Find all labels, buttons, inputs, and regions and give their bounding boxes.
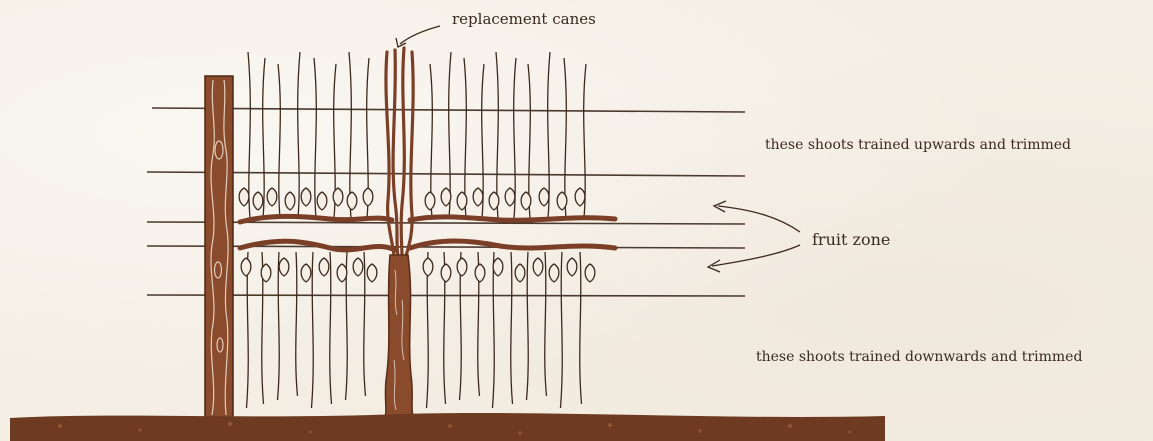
downward-shoot [561,252,563,408]
replacement-cane [401,48,404,256]
grape-cluster [585,264,595,282]
replacement-canes-label: replacement canes [452,10,596,28]
downward-shoot [580,252,582,404]
downward-shoot [493,252,495,408]
grape-cluster [521,192,531,210]
trellis-wire [147,222,745,224]
downward-shoots-label: these shoots trained downwards and trimm… [756,349,1082,365]
grape-cluster [549,264,559,282]
upward-shoots-label: these shoots trained upwards and trimmed [765,137,1071,153]
grape-cluster [347,192,357,210]
trellis-wire [147,172,745,176]
trellis-wire [147,246,745,248]
grape-cluster [425,192,435,210]
grape-cluster [363,188,373,206]
wooden-post [205,76,233,418]
replacement-cane [406,52,413,256]
grape-cluster [241,258,251,276]
grape-cluster [279,258,289,276]
grape-cluster [253,192,263,210]
upper-left-arm [240,216,392,222]
grape-cluster [515,264,525,282]
canes-arrow [400,26,440,44]
vine-trunk [384,255,414,420]
grape-cluster [457,192,467,210]
grape-cluster [505,188,515,206]
upward-shoot [314,58,316,218]
ground [10,413,885,441]
grape-cluster [533,258,543,276]
grape-cluster [557,192,567,210]
downward-shoot [330,252,332,404]
grape-cluster [353,258,363,276]
downward-shoot [312,252,314,408]
replacement-cane [393,50,398,256]
annotation-arrows [396,26,800,272]
downward-shoot [545,252,547,396]
replacement-canes [386,48,413,256]
downward-shoot [364,252,366,396]
grape-cluster [301,188,311,206]
grape-cluster [333,188,343,206]
grape-cluster [301,264,311,282]
grape-cluster [317,192,327,210]
upward-shoot [298,52,300,218]
grape-cluster [539,188,549,206]
upward-shoot [263,58,265,218]
lower-fruit-clusters [241,258,595,282]
grape-cluster [567,258,577,276]
grape-cluster [475,264,485,282]
grape-cluster [493,258,503,276]
grape-cluster [337,264,347,282]
grape-cluster [441,264,451,282]
trellis-wire [147,295,745,296]
grape-cluster [239,188,249,206]
upward-shoot [278,64,280,218]
downward-shoot [527,252,529,400]
grape-cluster [285,192,295,210]
downward-shoot [296,252,298,396]
downward-shoots [247,252,582,408]
grape-cluster [473,188,483,206]
fruit-zone-label: fruit zone [812,230,890,249]
downward-shoot [278,252,280,400]
grape-cluster [367,264,377,282]
grape-cluster [261,264,271,282]
post-body [205,76,233,418]
upper-right-arm [410,217,615,221]
grape-cluster [575,188,585,206]
grape-cluster [423,258,433,276]
grape-cluster [319,258,329,276]
grape-cluster [441,188,451,206]
grape-cluster [267,188,277,206]
cordon-arms [240,216,615,250]
grape-cluster [489,192,499,210]
upward-shoots [248,52,586,218]
fruit-zone-arrow-upper [718,206,800,232]
downward-shoot [511,252,513,404]
grape-cluster [457,258,467,276]
